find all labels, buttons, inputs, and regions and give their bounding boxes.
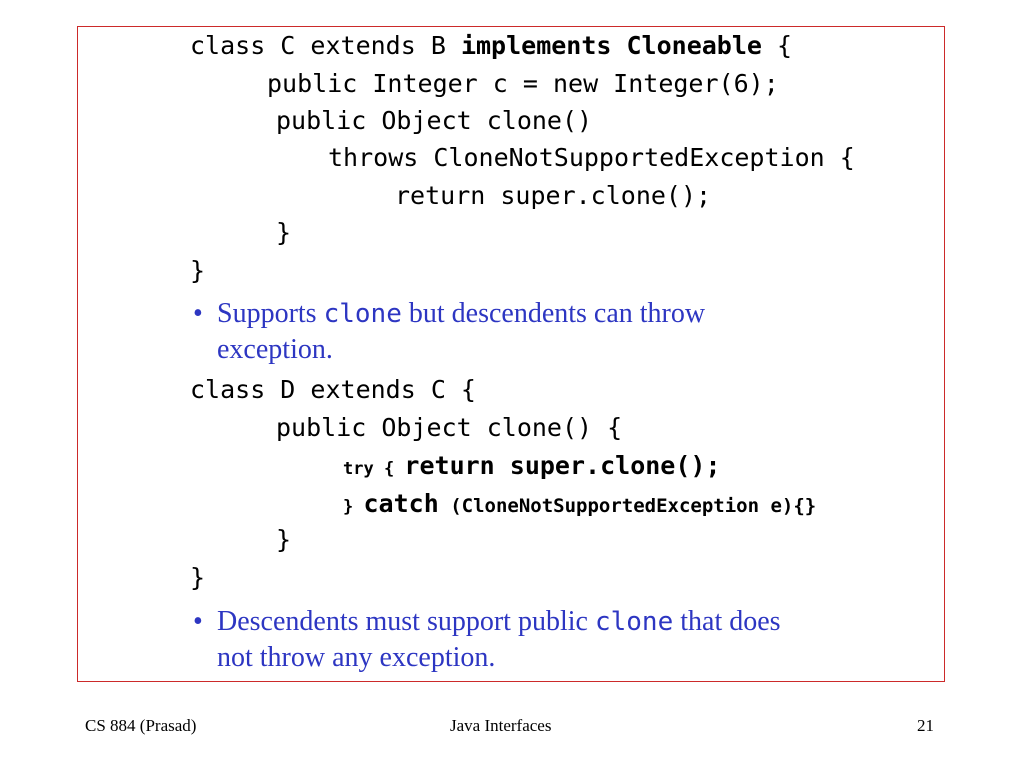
bullet-text: Supports — [217, 298, 324, 329]
code-line-class-c: class C extends B implements Cloneable { — [190, 31, 792, 61]
code-brace: } — [343, 497, 364, 517]
code-line-class-d: class D extends C { — [190, 375, 476, 404]
footer-course: CS 884 (Prasad) — [85, 716, 197, 735]
footer-page-number: 21 — [917, 716, 934, 735]
bullet-dot: • — [193, 606, 203, 637]
code-line-try: try { return super.clone(); — [343, 451, 721, 484]
code-line-close-class-d: } — [190, 563, 206, 592]
code-return-stmt: return super.clone(); — [404, 451, 721, 480]
footer-title: Java Interfaces — [450, 716, 552, 735]
code-line-catch: } catch (CloneNotSupportedException e){} — [343, 489, 816, 522]
bullet-dot: • — [193, 298, 203, 329]
code-keyword-catch: catch — [363, 489, 439, 518]
code-keyword-try: try { — [343, 459, 405, 479]
code-line-clone-signature-d: public Object clone() { — [276, 413, 623, 442]
bullet-supports-clone: • Supports clone but descendents can thr… — [193, 296, 917, 368]
bullet-text-line2: exception. — [217, 334, 333, 365]
code-line-close-method-d: } — [276, 525, 292, 554]
bullet-text: Descendents must support public — [217, 606, 595, 637]
code-line-close-method: } — [276, 218, 292, 247]
bullet-descendents-must: • Descendents must support public clone … — [193, 604, 917, 676]
code-line-return: return super.clone(); — [395, 181, 712, 210]
bullet-code-clone: clone — [323, 299, 402, 329]
code-text: class C extends B — [190, 31, 461, 60]
code-line-close-class: } — [190, 256, 206, 285]
code-keyword-implements: implements Cloneable — [460, 31, 762, 60]
code-catch-args: (CloneNotSupportedException e){} — [438, 495, 817, 517]
code-line-throws: throws CloneNotSupportedException { — [328, 143, 855, 172]
bullet-text: but descendents can throw — [401, 298, 706, 329]
code-line-clone-signature: public Object clone() — [276, 106, 593, 135]
code-line-field: public Integer c = new Integer(6); — [267, 69, 779, 98]
bullet-code-clone: clone — [594, 607, 674, 637]
bullet-text: that does — [673, 606, 781, 637]
bullet-text-line2: not throw any exception. — [217, 642, 496, 673]
code-text: { — [761, 31, 793, 60]
slide-frame — [77, 26, 945, 682]
